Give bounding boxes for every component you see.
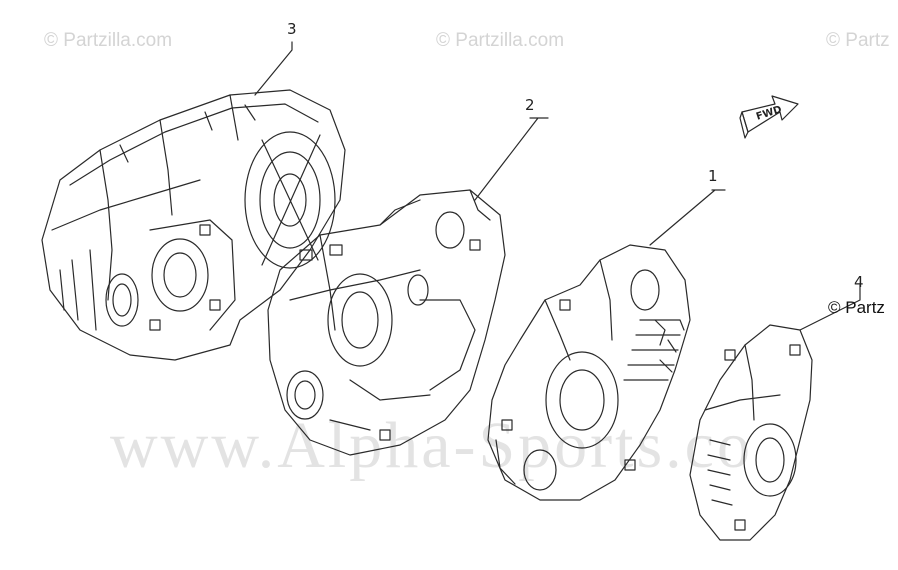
watermark-alpha-sports: www.Alpha-Sports.co bbox=[110, 409, 753, 482]
callout-1: 1 bbox=[708, 167, 718, 185]
part-2-crankcase-left bbox=[267, 189, 506, 456]
callout-2: 2 bbox=[525, 96, 535, 114]
callout-3: 3 bbox=[287, 20, 297, 38]
callout-4: 4 bbox=[854, 273, 864, 291]
leader-line-4 bbox=[799, 284, 861, 331]
leader-line-3 bbox=[254, 41, 293, 96]
leader-line-1 bbox=[649, 189, 726, 246]
part-4-side-cover bbox=[689, 324, 813, 541]
leader-line-2 bbox=[474, 117, 549, 201]
watermark-partzilla-side: © Partz bbox=[828, 298, 885, 317]
part-1-crankcase-right bbox=[487, 244, 691, 501]
forward-arrow-icon bbox=[739, 95, 799, 139]
watermark-partzilla-center: © Partzilla.com bbox=[436, 30, 565, 51]
watermark-partzilla-left: © Partzilla.com bbox=[44, 30, 173, 51]
watermark-partzilla-right: © Partz bbox=[826, 30, 890, 51]
part-3-transmission-housing bbox=[41, 89, 346, 361]
